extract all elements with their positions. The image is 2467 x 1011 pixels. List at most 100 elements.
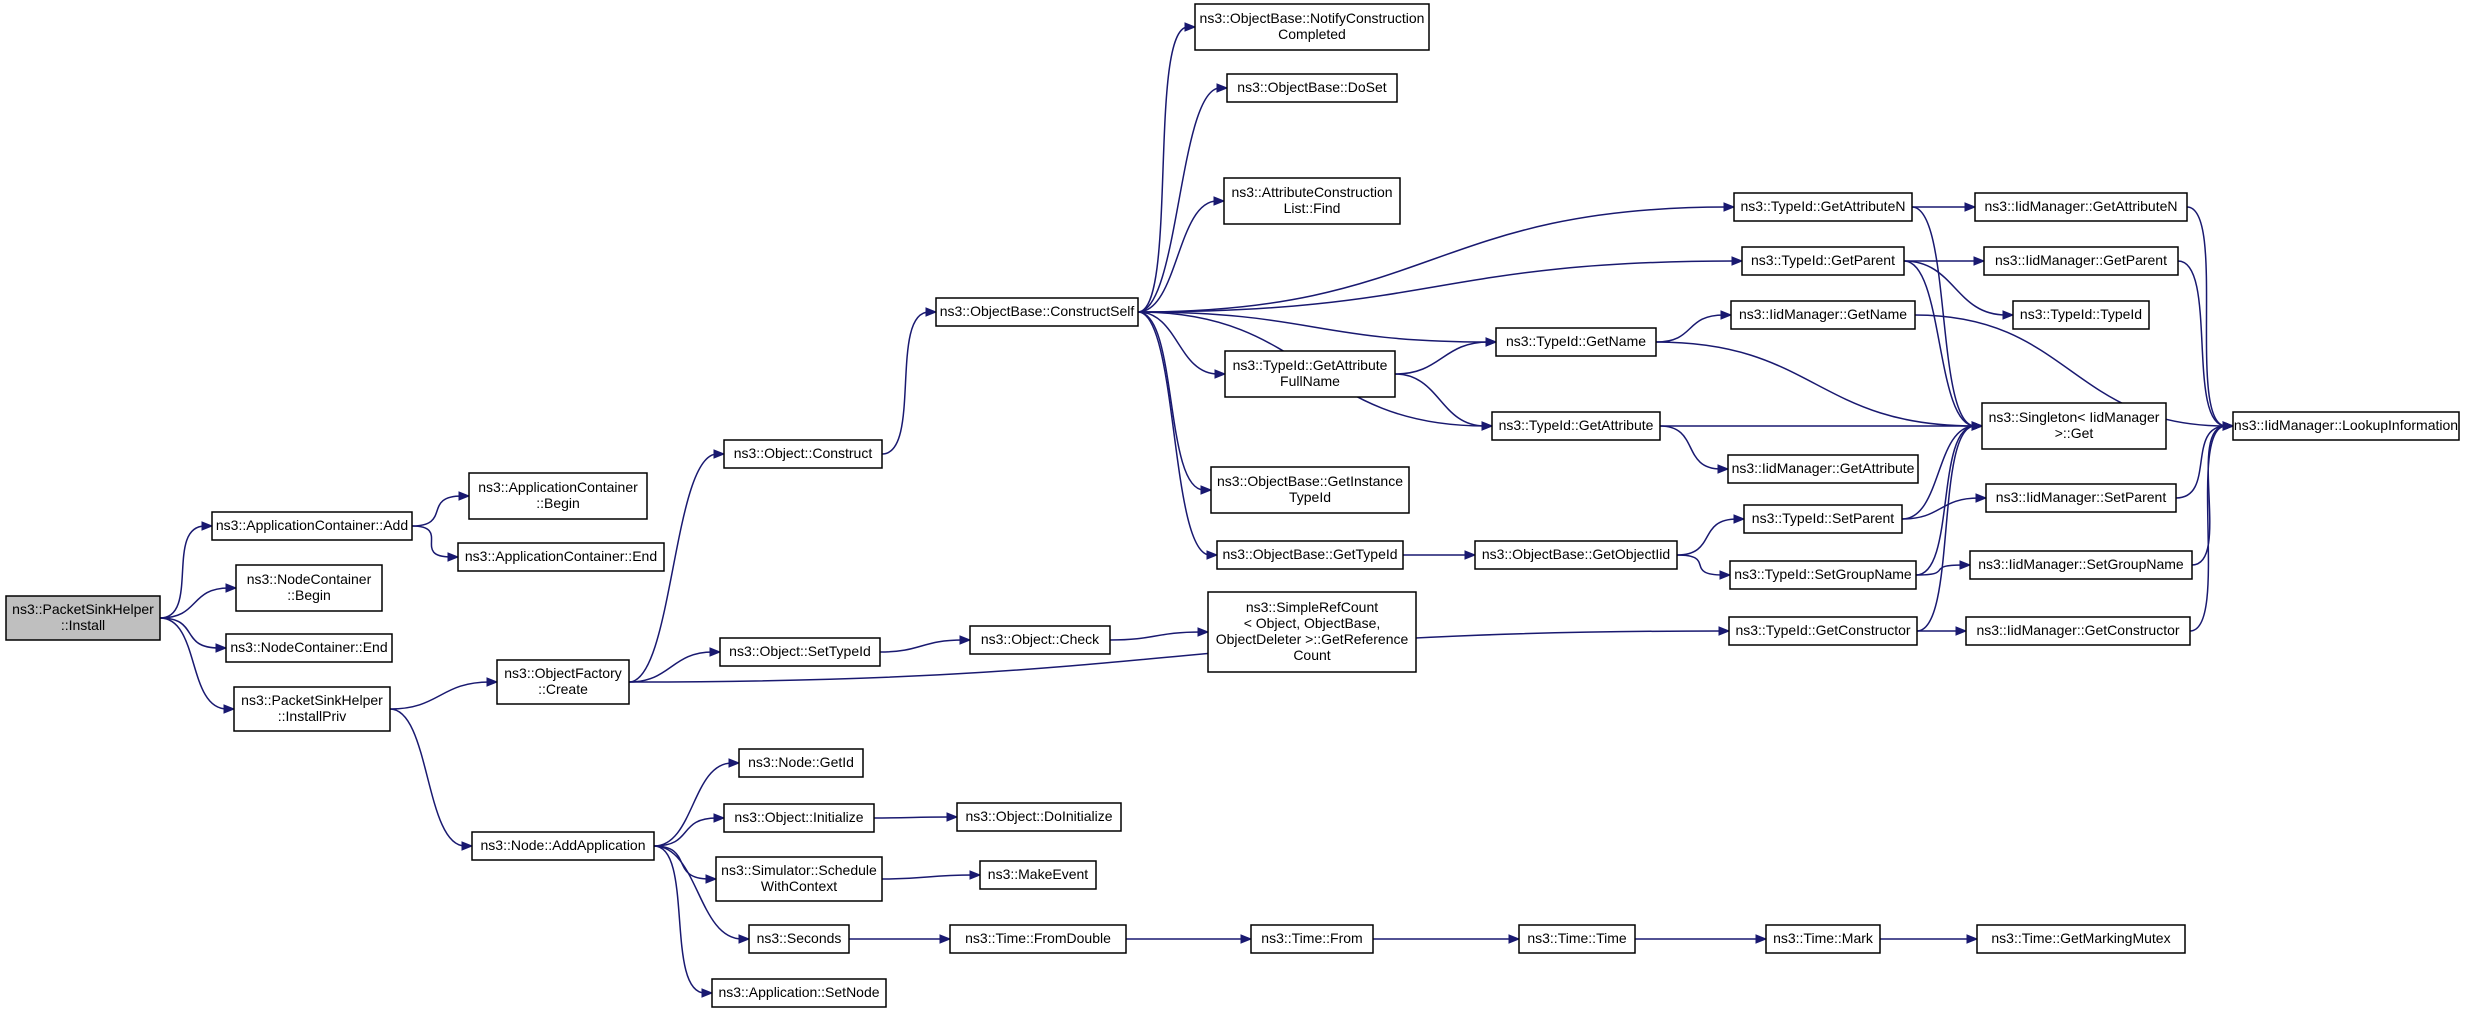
node-objb-notify[interactable]: ns3::ObjectBase::NotifyConstructionCompl… <box>1194 3 1430 51</box>
edge-line <box>1676 518 1738 556</box>
node-box <box>723 439 883 469</box>
node-time-from[interactable]: ns3::Time::From <box>1250 924 1374 954</box>
edge-line <box>1394 373 1486 427</box>
node-tid-getname[interactable]: ns3::TypeId::GetName <box>1495 327 1657 357</box>
edge-arrowhead <box>1959 560 1972 570</box>
node-box <box>1216 540 1404 570</box>
node-iidm-getname[interactable]: ns3::IidManager::GetName <box>1730 300 1916 330</box>
node-appc-end[interactable]: ns3::ApplicationContainer::End <box>457 542 665 572</box>
node-obj-initialize[interactable]: ns3::Object::Initialize <box>723 803 875 833</box>
edge-arrowhead <box>223 704 236 714</box>
node-obj-settypeid[interactable]: ns3::Object::SetTypeId <box>719 637 881 667</box>
edge-arrowhead <box>201 521 214 531</box>
node-iidm-lookupinformation[interactable]: ns3::IidManager::LookupInformation <box>2232 411 2460 441</box>
edge-node-addapp-to-seconds <box>653 845 751 944</box>
edge-tid-getattributen-to-iidm-getattributen <box>1911 202 1977 212</box>
edge-line <box>1137 311 1205 491</box>
node-tid-getattributen[interactable]: ns3::TypeId::GetAttributeN <box>1733 192 1913 222</box>
edge-tid-getname-to-iidm-getname <box>1655 310 1733 343</box>
node-obj-construct[interactable]: ns3::Object::Construct <box>723 439 883 469</box>
edge-arrowhead <box>225 583 238 593</box>
node-time-mark[interactable]: ns3::Time::Mark <box>1765 924 1881 954</box>
edge-tid-getname-to-singleton-get <box>1655 341 1984 431</box>
node-label: ns3::Node::GetId <box>748 754 854 770</box>
node-nodec-begin[interactable]: ns3::NodeContainer::Begin <box>235 564 383 612</box>
node-label: ns3::ObjectBase::ConstructSelf <box>940 303 1135 319</box>
node-tid-setgroupname[interactable]: ns3::TypeId::SetGroupName <box>1729 560 1917 590</box>
edge-arrowhead <box>1755 934 1768 944</box>
edge-time-mark-to-time-getmarkingmutex <box>1880 934 1979 944</box>
node-psh-install[interactable]: ns3::PacketSinkHelper::Install <box>5 595 161 641</box>
node-label: >::Get <box>2055 425 2094 441</box>
edge-line <box>1676 554 1724 576</box>
edge-line <box>159 617 228 710</box>
node-iidm-getparent[interactable]: ns3::IidManager::GetParent <box>1983 246 2179 276</box>
node-label: ns3::IidManager::SetGroupName <box>1978 556 2184 572</box>
edge-line <box>2189 425 2227 632</box>
node-label: ns3::AttributeConstruction <box>1231 184 1392 200</box>
node-iidm-getattributen[interactable]: ns3::IidManager::GetAttributeN <box>1974 192 2188 222</box>
node-tid-getconstructor[interactable]: ns3::TypeId::GetConstructor <box>1728 616 1918 646</box>
node-box <box>1969 550 2193 580</box>
node-label: ns3::Object::DoInitialize <box>965 808 1112 824</box>
edge-line <box>2186 206 2227 427</box>
node-label: ns3::Seconds <box>757 930 842 946</box>
edge-objb-getobjectiid-to-tid-setgroupname <box>1676 554 1732 580</box>
node-iidm-setparent[interactable]: ns3::IidManager::SetParent <box>1985 483 2177 513</box>
node-tid-typeid[interactable]: ns3::TypeId::TypeId <box>2012 300 2150 330</box>
node-box <box>1965 616 2191 646</box>
edge-arrowhead <box>1508 934 1521 944</box>
node-psh-installpriv[interactable]: ns3::PacketSinkHelper::InstallPriv <box>233 686 391 732</box>
node-box <box>1518 924 1636 954</box>
edge-arrowhead <box>1718 626 1731 636</box>
node-nodec-end[interactable]: ns3::NodeContainer::End <box>225 633 393 663</box>
edge-objb-constructself-to-attrcl-find <box>1137 196 1226 313</box>
node-objb-getobjectiid[interactable]: ns3::ObjectBase::GetObjectIid <box>1474 540 1678 570</box>
node-time-time[interactable]: ns3::Time::Time <box>1518 924 1636 954</box>
node-appc-begin[interactable]: ns3::ApplicationContainer::Begin <box>468 472 648 520</box>
node-time-fromdouble[interactable]: ns3::Time::FromDouble <box>949 924 1127 954</box>
node-tid-getparent[interactable]: ns3::TypeId::GetParent <box>1741 246 1905 276</box>
node-node-addapp[interactable]: ns3::Node::AddApplication <box>471 831 655 861</box>
node-obj-doinitialize[interactable]: ns3::Object::DoInitialize <box>956 802 1122 832</box>
node-app-setnode[interactable]: ns3::Application::SetNode <box>711 978 887 1008</box>
edge-arrowhead <box>486 677 499 687</box>
node-iidm-getconstructor[interactable]: ns3::IidManager::GetConstructor <box>1965 616 2191 646</box>
edge-line <box>389 708 466 847</box>
node-makeevent[interactable]: ns3::MakeEvent <box>979 860 1097 890</box>
node-seconds[interactable]: ns3::Seconds <box>748 924 850 954</box>
node-iidm-getattribute[interactable]: ns3::IidManager::GetAttribute <box>1727 454 1919 484</box>
node-tid-getattribute[interactable]: ns3::TypeId::GetAttribute <box>1491 411 1661 441</box>
node-src-getref[interactable]: ns3::SimpleRefCount< Object, ObjectBase,… <box>1207 591 1417 673</box>
edge-objb-constructself-to-objb-gettypeid <box>1137 311 1219 560</box>
edge-objb-constructself-to-objb-doset <box>1137 83 1229 313</box>
node-label: ns3::MakeEvent <box>988 866 1088 882</box>
node-iidm-setgroupname[interactable]: ns3::IidManager::SetGroupName <box>1969 550 2193 580</box>
node-label: ns3::SimpleRefCount <box>1246 599 1378 615</box>
edge-objb-constructself-to-tid-getattrfullname <box>1137 311 1227 379</box>
node-label: ns3::Object::Construct <box>734 445 873 461</box>
node-tid-setparent[interactable]: ns3::TypeId::SetParent <box>1743 504 1903 534</box>
node-label: ns3::Time::Time <box>1527 930 1627 946</box>
node-objb-constructself[interactable]: ns3::ObjectBase::ConstructSelf <box>935 297 1139 327</box>
node-time-getmarkingmutex[interactable]: ns3::Time::GetMarkingMutex <box>1976 924 2186 954</box>
node-label: TypeId <box>1289 489 1331 505</box>
edge-objb-constructself-to-tid-getparent <box>1137 256 1744 313</box>
node-box <box>1474 540 1678 570</box>
node-box <box>1250 924 1374 954</box>
node-singleton-get[interactable]: ns3::Singleton< IidManager>::Get <box>1981 402 2167 450</box>
node-obj-check[interactable]: ns3::Object::Check <box>969 625 1111 655</box>
node-objb-gettypeid[interactable]: ns3::ObjectBase::GetTypeId <box>1216 540 1404 570</box>
node-objb-doset[interactable]: ns3::ObjectBase::DoSet <box>1226 73 1398 103</box>
node-box <box>211 511 413 541</box>
node-node-getid[interactable]: ns3::Node::GetId <box>738 748 864 778</box>
node-appc-add[interactable]: ns3::ApplicationContainer::Add <box>211 511 413 541</box>
edge-arrowhead <box>1184 22 1197 32</box>
node-objf-create[interactable]: ns3::ObjectFactory::Create <box>496 659 630 705</box>
node-label: ns3::ObjectBase::NotifyConstruction <box>1200 10 1425 26</box>
node-box <box>1495 327 1657 357</box>
